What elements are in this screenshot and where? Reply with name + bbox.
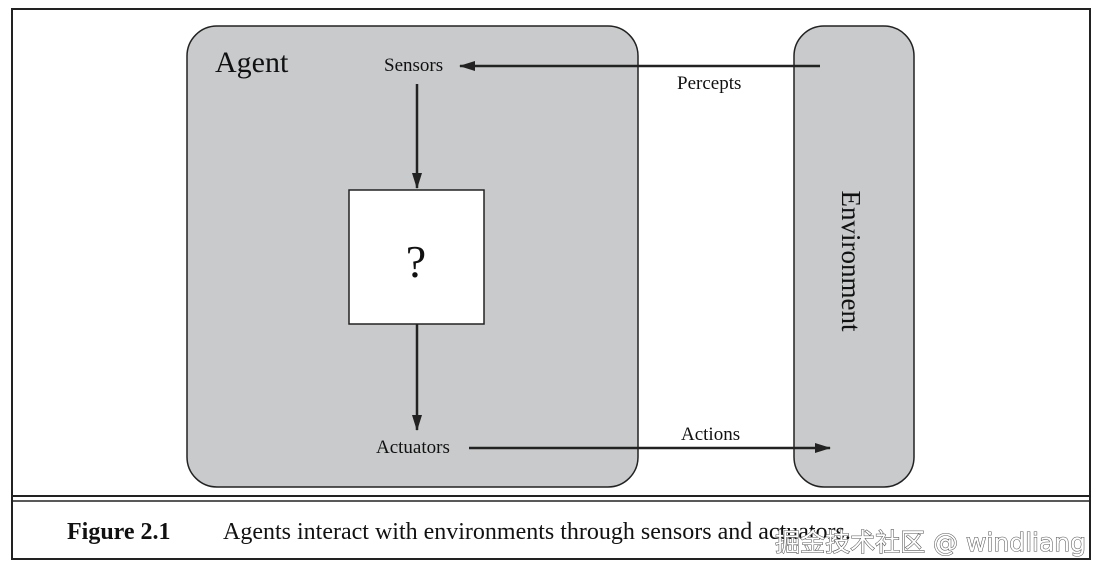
decision-box <box>348 189 485 325</box>
agent-label: Agent <box>215 46 289 79</box>
environment-label: Environment <box>836 191 866 332</box>
figure-caption: Agents interact with environments throug… <box>223 519 851 545</box>
percepts-label: Percepts <box>677 73 741 94</box>
sensors-label: Sensors <box>384 55 443 76</box>
actuators-label: Actuators <box>376 437 450 458</box>
figure-number: Figure 2.1 <box>67 519 171 545</box>
watermark-text: 掘金技术社区 @ windliang <box>775 528 1086 557</box>
unknown-symbol: ? <box>406 236 426 287</box>
actions-label: Actions <box>681 424 740 445</box>
environment-box <box>793 25 915 488</box>
